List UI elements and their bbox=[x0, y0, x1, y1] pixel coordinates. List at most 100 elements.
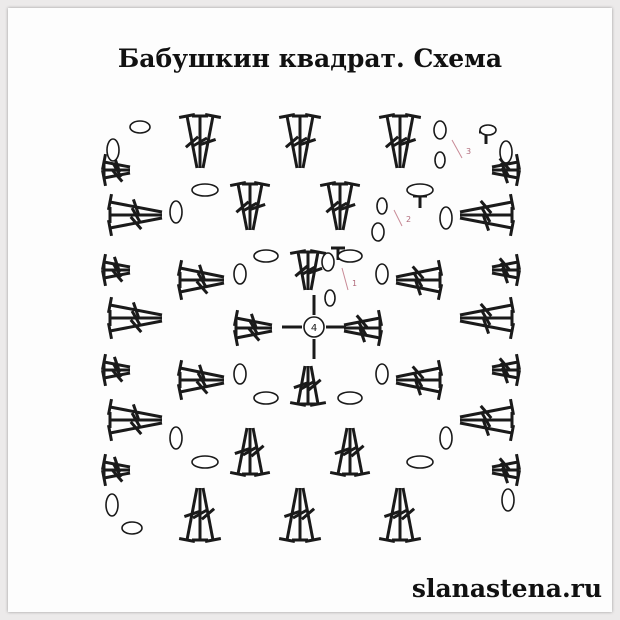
stitch-slash bbox=[480, 207, 492, 223]
double-crochet-symbol bbox=[289, 249, 309, 291]
stitch-slash bbox=[198, 264, 206, 281]
stitch-slash bbox=[412, 272, 424, 288]
stitch-slash bbox=[131, 198, 141, 216]
stitch-slash bbox=[294, 264, 309, 278]
center-ring: 4 bbox=[303, 316, 325, 338]
stitch-top-bar bbox=[309, 249, 327, 255]
stitch-slash bbox=[249, 202, 266, 212]
chain-oval-symbol bbox=[375, 363, 389, 385]
stitch-slash bbox=[249, 313, 259, 330]
stitch-slash bbox=[306, 266, 323, 276]
double-crochet-symbol bbox=[343, 326, 383, 347]
stitch-top-bar bbox=[515, 169, 521, 187]
chain-oval-symbol bbox=[479, 124, 497, 136]
stitch-slash bbox=[399, 137, 417, 147]
chain-oval-symbol bbox=[439, 206, 453, 230]
stitch-top-bar bbox=[176, 259, 184, 277]
stitch-slash bbox=[248, 320, 260, 336]
stitch-slash bbox=[355, 314, 369, 329]
double-crochet-symbol bbox=[395, 279, 444, 301]
stitch-top-bar bbox=[233, 309, 239, 327]
stitch-slash bbox=[250, 444, 265, 458]
double-crochet-symbol bbox=[289, 365, 310, 407]
double-crochet-symbol bbox=[459, 317, 515, 340]
stitch-top-bar bbox=[176, 359, 184, 377]
stitch-slash bbox=[392, 508, 408, 520]
chain-oval-symbol bbox=[434, 151, 446, 169]
chain-oval-symbol bbox=[253, 249, 279, 263]
chain-oval-symbol bbox=[324, 289, 336, 307]
double-crochet-symbol bbox=[491, 167, 521, 187]
double-crochet-symbol bbox=[176, 359, 225, 381]
double-crochet-symbol bbox=[200, 487, 222, 543]
stitch-top-bar bbox=[436, 383, 444, 401]
stitch-slash bbox=[130, 310, 142, 326]
chain-oval-symbol bbox=[439, 426, 453, 450]
double-crochet-symbol bbox=[300, 487, 322, 543]
stitch-slash bbox=[284, 135, 300, 149]
stitch-top-bar bbox=[101, 453, 107, 471]
stitch-slash bbox=[184, 135, 200, 149]
chain-oval-symbol bbox=[337, 391, 363, 405]
stitch-slash bbox=[300, 379, 316, 391]
stitch-slash bbox=[129, 420, 143, 436]
stitch-top-bar bbox=[107, 193, 113, 211]
round-direction-arrow bbox=[393, 209, 403, 227]
stitch-slash bbox=[480, 310, 492, 326]
stitch-slash bbox=[112, 456, 122, 473]
double-crochet-symbol bbox=[176, 380, 225, 401]
stitch-slash bbox=[131, 301, 141, 319]
stitch-slash bbox=[234, 446, 251, 456]
stitch-slash bbox=[129, 318, 143, 334]
stitch-top-bar bbox=[515, 469, 521, 487]
stitch-top-bar bbox=[509, 322, 515, 340]
chain-oval-symbol bbox=[191, 455, 219, 469]
double-crochet-symbol bbox=[176, 259, 225, 281]
stitch-slash bbox=[411, 265, 425, 280]
stitch-top-bar bbox=[509, 219, 515, 237]
stitch-top-bar bbox=[101, 153, 107, 171]
double-crochet-symbol bbox=[229, 180, 250, 231]
stitch-slash bbox=[192, 136, 208, 148]
chain-oval-symbol bbox=[371, 222, 385, 242]
double-crochet-symbol bbox=[395, 379, 444, 401]
double-crochet-symbol bbox=[101, 468, 131, 487]
double-crochet-symbol bbox=[459, 193, 515, 215]
stitch-slash bbox=[500, 267, 510, 284]
stitch-slash bbox=[112, 256, 122, 273]
stitch-slash bbox=[414, 379, 422, 396]
double-crochet-symbol bbox=[400, 487, 422, 543]
double-crochet-symbol bbox=[107, 420, 163, 442]
stitch-slash bbox=[392, 136, 408, 148]
stitch-top-bar bbox=[107, 296, 113, 314]
stitch-slash bbox=[242, 201, 258, 213]
stitch-top-bar bbox=[404, 113, 422, 119]
double-crochet-symbol bbox=[278, 113, 300, 169]
stitch-top-bar bbox=[509, 424, 515, 442]
stitch-slash bbox=[293, 380, 310, 390]
double-crochet-symbol bbox=[459, 398, 515, 420]
double-crochet-symbol bbox=[491, 353, 521, 372]
double-crochet-symbol bbox=[107, 193, 163, 216]
double-crochet-symbol bbox=[459, 419, 515, 442]
round-number-label: 1 bbox=[352, 279, 357, 288]
double-crochet-symbol bbox=[395, 259, 444, 280]
stitch-slash bbox=[247, 327, 261, 342]
chain-oval-symbol bbox=[321, 252, 335, 272]
center-ring-label: 4 bbox=[311, 323, 317, 334]
stitch-slash bbox=[481, 419, 491, 437]
stitch-slash bbox=[481, 317, 491, 335]
chain-oval-symbol bbox=[233, 263, 247, 285]
double-crochet-symbol bbox=[459, 296, 515, 318]
double-crochet-symbol bbox=[101, 368, 131, 387]
double-crochet-symbol bbox=[329, 427, 351, 478]
round-number-label: 3 bbox=[466, 147, 471, 156]
double-crochet-symbol bbox=[178, 487, 201, 543]
double-crochet-symbol bbox=[491, 267, 521, 287]
double-crochet-symbol bbox=[343, 309, 383, 329]
stitch-slash bbox=[480, 412, 492, 428]
double-crochet-symbol bbox=[491, 467, 521, 487]
stitch-slash bbox=[292, 136, 308, 148]
chain-oval-symbol bbox=[501, 488, 515, 512]
